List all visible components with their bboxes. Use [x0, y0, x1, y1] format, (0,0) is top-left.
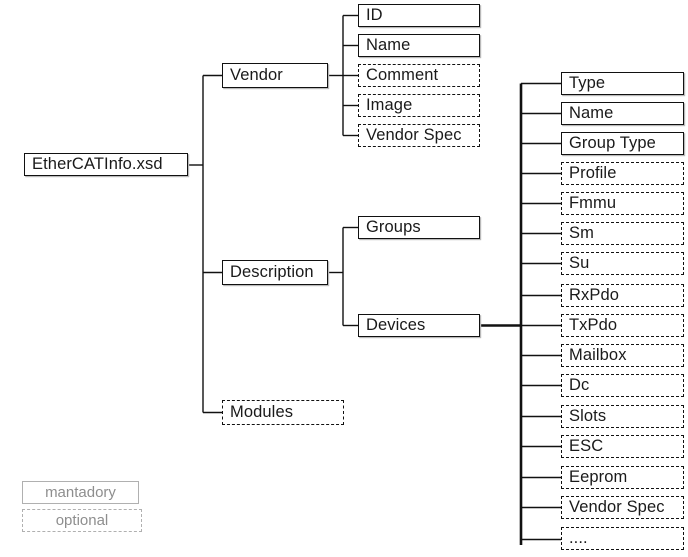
node-label: .... [569, 529, 588, 548]
node-label: Slots [569, 407, 607, 426]
node-device-su[interactable]: Su [561, 252, 684, 275]
legend-mandatory: mantadory [22, 481, 139, 504]
node-device-rxpdo[interactable]: RxPdo [561, 284, 684, 307]
node-device-group-type[interactable]: Group Type [561, 132, 684, 155]
node-label: Mailbox [569, 346, 627, 365]
node-label: Fmmu [569, 194, 617, 213]
node-vendor-vendor-spec[interactable]: Vendor Spec [358, 124, 480, 147]
node-device-txpdo[interactable]: TxPdo [561, 314, 684, 337]
legend-optional: optional [22, 509, 142, 532]
node-vendor[interactable]: Vendor [222, 63, 328, 88]
node-label: Vendor Spec [366, 126, 462, 145]
node-label: Eeprom [569, 468, 628, 487]
node-label: Name [366, 36, 411, 55]
node-label: Name [569, 104, 614, 123]
legend-label: mantadory [45, 484, 116, 501]
node-label: RxPdo [569, 286, 620, 305]
node-label: Type [569, 74, 606, 93]
node-device-esc[interactable]: ESC [561, 435, 684, 458]
node-vendor-id[interactable]: ID [358, 4, 480, 27]
node-device-profile[interactable]: Profile [561, 162, 684, 185]
node-label: ESC [569, 437, 604, 456]
node-vendor-name[interactable]: Name [358, 34, 480, 57]
node-label: Group Type [569, 134, 656, 153]
node-label: Vendor [230, 66, 283, 85]
node-label: Sm [569, 224, 594, 243]
node-label: Modules [230, 403, 294, 422]
node-description[interactable]: Description [222, 260, 328, 285]
node-label: Image [366, 96, 413, 115]
node-device-slots[interactable]: Slots [561, 405, 684, 428]
node-device-ellipsis[interactable]: .... [561, 527, 684, 550]
node-device-eeprom[interactable]: Eeprom [561, 466, 684, 489]
node-device-dc[interactable]: Dc [561, 374, 684, 397]
node-label: Su [569, 254, 590, 273]
node-devices[interactable]: Devices [358, 314, 480, 337]
node-device-type[interactable]: Type [561, 72, 684, 95]
legend-label: optional [55, 512, 109, 529]
node-modules[interactable]: Modules [222, 400, 344, 425]
node-device-fmmu[interactable]: Fmmu [561, 192, 684, 215]
node-label: Groups [366, 218, 421, 237]
node-label: Profile [569, 164, 617, 183]
node-device-sm[interactable]: Sm [561, 222, 684, 245]
node-device-mailbox[interactable]: Mailbox [561, 344, 684, 367]
node-root[interactable]: EtherCATInfo.xsd [24, 153, 188, 176]
node-label: Devices [366, 316, 426, 335]
node-device-vendor-spec[interactable]: Vendor Spec [561, 496, 684, 519]
node-label: ID [366, 6, 383, 25]
node-label: Comment [366, 66, 439, 85]
node-label: Description [230, 263, 314, 282]
node-label: Vendor Spec [569, 498, 665, 517]
node-label: Dc [569, 376, 590, 395]
node-vendor-comment[interactable]: Comment [358, 64, 480, 87]
node-label: EtherCATInfo.xsd [32, 155, 163, 174]
node-groups[interactable]: Groups [358, 216, 480, 239]
node-vendor-image[interactable]: Image [358, 94, 480, 117]
node-label: TxPdo [569, 316, 618, 335]
node-device-name[interactable]: Name [561, 102, 684, 125]
